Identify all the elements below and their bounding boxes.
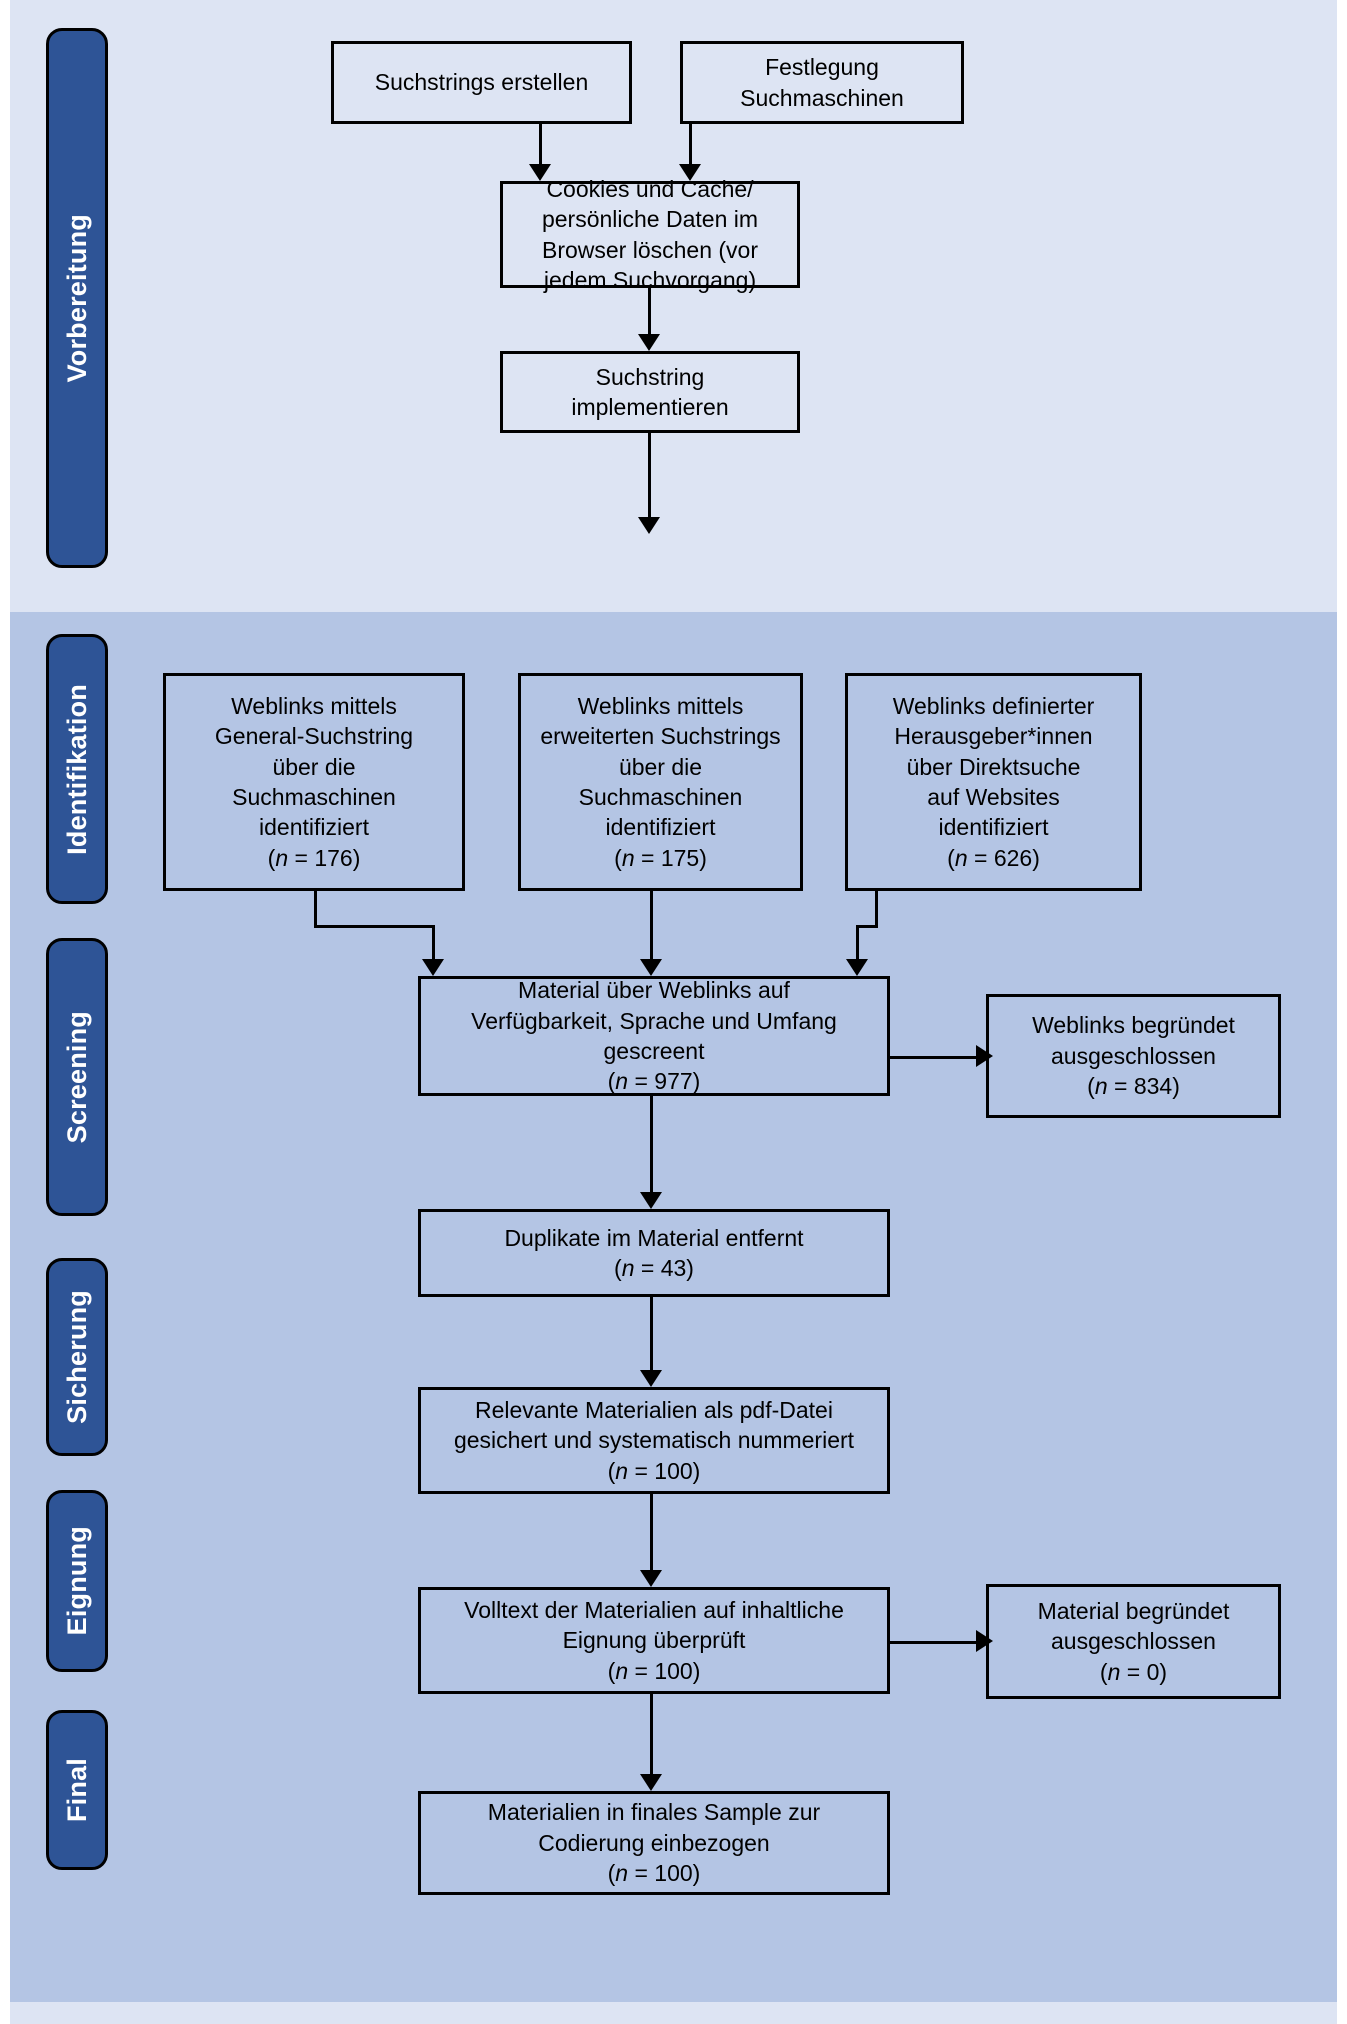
node-suchstrings-erstellen[interactable]: Suchstrings erstellen	[331, 41, 632, 124]
stage-pill-identifikation: Identifikation	[46, 634, 108, 904]
connector-pdf-to-volltext	[650, 1494, 653, 1574]
connector-erweitert-down	[650, 891, 653, 963]
arrowhead-cookies-to-implementieren	[638, 334, 660, 351]
connector-volltext-to-material-ausgeschlossen	[890, 1641, 978, 1644]
connector-volltext-to-final	[650, 1694, 653, 1778]
stage-pill-final: Final	[46, 1710, 108, 1870]
node-cookies-cache-label: Cookies und Cache/ persönliche Daten im …	[541, 175, 759, 293]
arrowhead-pdf-to-volltext	[640, 1570, 662, 1587]
node-suchstrings-erstellen-label: Suchstrings erstellen	[374, 69, 589, 96]
node-suchstring-implementieren[interactable]: Suchstring implementieren	[500, 351, 800, 433]
stage-label-screening: Screening	[61, 1010, 92, 1144]
arrowhead-general-into-screening	[422, 959, 444, 976]
band-footer	[10, 2002, 1337, 2024]
node-duplikate-entfernt[interactable]: Duplikate im Material entfernt(n = 43)	[418, 1209, 890, 1297]
connector-general-down	[314, 891, 317, 927]
connector-suchstrings-to-cookies	[539, 124, 542, 168]
stage-label-vorbereitung: Vorbereitung	[61, 213, 92, 383]
stage-pill-vorbereitung: Vorbereitung	[46, 28, 108, 568]
stage-label-identifikation: Identifikation	[61, 683, 92, 855]
stage-pill-screening: Screening	[46, 938, 108, 1216]
arrowhead-festlegung-to-cookies	[679, 164, 701, 181]
stage-pill-eignung: Eignung	[46, 1490, 108, 1672]
arrowhead-suchstrings-to-cookies	[529, 164, 551, 181]
connector-herausgeber-across	[856, 925, 878, 928]
arrowhead-gescreent-to-duplikate	[640, 1192, 662, 1209]
band-vorbereitung	[10, 0, 1337, 612]
stage-pill-sicherung: Sicherung	[46, 1258, 108, 1456]
node-suchstring-implementieren-label: Suchstring implementieren	[571, 363, 729, 420]
connector-general-across	[314, 925, 434, 928]
stage-label-eignung: Eignung	[61, 1526, 92, 1636]
arrowhead-erweitert-into-screening	[640, 959, 662, 976]
arrowhead-implementieren-to-identifikation	[638, 517, 660, 534]
node-duplikate-entfernt-label: Duplikate im Material entfernt(n = 43)	[504, 1224, 804, 1281]
node-festlegung-suchmaschinen[interactable]: Festlegung Suchmaschinen	[680, 41, 964, 124]
arrowhead-volltext-to-final	[640, 1774, 662, 1791]
connector-herausgeber-into-screening	[856, 925, 859, 963]
arrowhead-duplikate-to-pdf	[640, 1370, 662, 1387]
node-cookies-cache[interactable]: Cookies und Cache/ persönliche Daten im …	[500, 176, 800, 293]
connector-general-into-screening	[432, 925, 435, 963]
connector-gescreent-to-duplikate	[650, 1096, 653, 1196]
band-hauptphasen	[10, 612, 1337, 2002]
node-volltext-eignung-label: Volltext der Materialien auf inhaltliche…	[464, 1596, 844, 1684]
connector-festlegung-to-cookies	[689, 124, 692, 168]
connector-gescreent-to-ausgeschlossen	[890, 1056, 978, 1059]
arrowhead-herausgeber-into-screening	[846, 959, 868, 976]
node-festlegung-suchmaschinen-label: Festlegung Suchmaschinen	[740, 54, 904, 111]
connector-implementieren-to-identifikation	[648, 433, 651, 521]
stage-label-sicherung: Sicherung	[61, 1290, 92, 1424]
connector-herausgeber-down	[875, 891, 878, 927]
connector-duplikate-to-pdf	[650, 1297, 653, 1374]
connector-cookies-to-implementieren	[648, 288, 651, 338]
stage-label-final: Final	[61, 1757, 92, 1822]
node-volltext-eignung[interactable]: Volltext der Materialien auf inhaltliche…	[418, 1587, 890, 1694]
